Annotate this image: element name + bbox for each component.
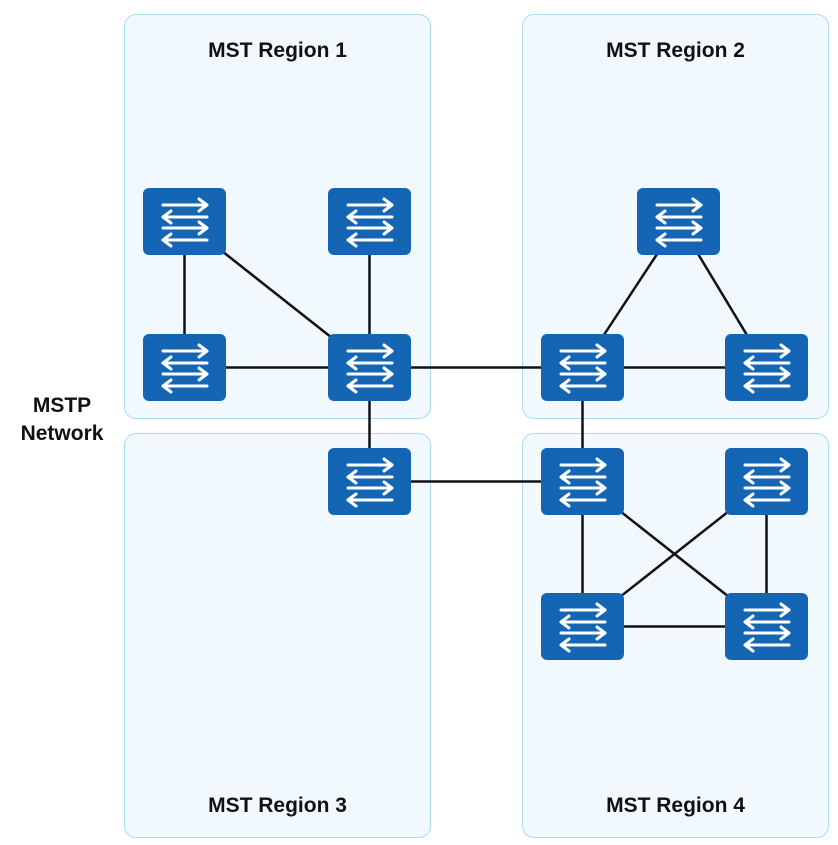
switch-icon[interactable] [637,188,720,255]
switch-icon[interactable] [725,593,808,660]
switch-icon[interactable] [541,448,624,515]
switch-icon[interactable] [725,334,808,401]
region-2-title: MST Region 2 [606,39,745,62]
switch-icon[interactable] [541,334,624,401]
switch-icon[interactable] [143,188,226,255]
switch-icon[interactable] [328,334,411,401]
region-3: MST Region 3 [124,433,431,838]
region-3-title: MST Region 3 [208,794,347,817]
switch-icon[interactable] [541,593,624,660]
region-4-title: MST Region 4 [606,794,745,817]
switch-icon[interactable] [143,334,226,401]
switch-icon[interactable] [725,448,808,515]
switch-icon[interactable] [328,188,411,255]
mstp-network-label: MSTP Network [2,392,122,448]
network-label-text: MSTP Network [20,394,104,445]
switch-icon[interactable] [328,448,411,515]
region-1-title: MST Region 1 [208,39,347,62]
